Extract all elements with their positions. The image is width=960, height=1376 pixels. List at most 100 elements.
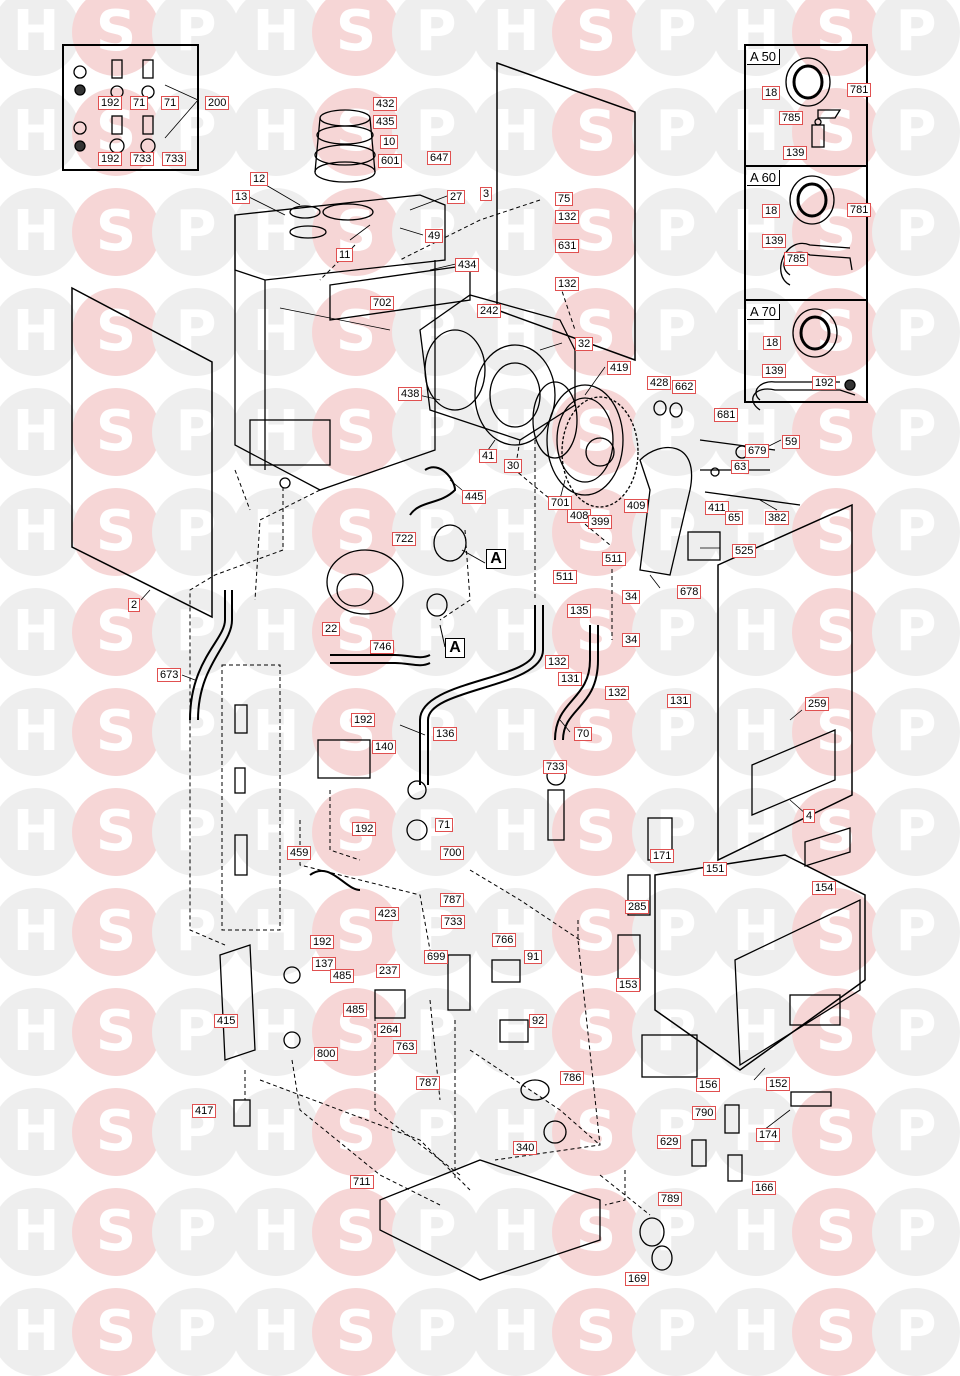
part-label[interactable]: 18: [762, 86, 781, 100]
part-label[interactable]: 4: [803, 809, 816, 823]
part-label[interactable]: 156: [696, 1078, 721, 1092]
part-label[interactable]: 237: [376, 964, 401, 978]
part-label[interactable]: 733: [162, 152, 187, 166]
part-label[interactable]: 49: [425, 229, 444, 243]
part-label[interactable]: 174: [756, 1128, 781, 1142]
part-label[interactable]: 785: [784, 252, 809, 266]
part-label[interactable]: 2: [128, 598, 141, 612]
part-label[interactable]: 786: [560, 1071, 585, 1085]
part-label[interactable]: 601: [378, 154, 403, 168]
part-label[interactable]: 733: [543, 760, 568, 774]
part-label[interactable]: 242: [477, 304, 502, 318]
part-label[interactable]: 131: [667, 694, 692, 708]
part-label[interactable]: 200: [205, 96, 230, 110]
part-label[interactable]: 722: [392, 532, 417, 546]
part-label[interactable]: 789: [658, 1192, 683, 1206]
part-label[interactable]: 800: [314, 1047, 339, 1061]
part-label[interactable]: 285: [625, 900, 650, 914]
part-label[interactable]: 192: [351, 713, 376, 727]
part-label[interactable]: 71: [130, 96, 149, 110]
part-label[interactable]: 131: [558, 672, 583, 686]
part-label[interactable]: 409: [624, 499, 649, 513]
part-label[interactable]: 438: [398, 387, 423, 401]
part-label[interactable]: 34: [622, 633, 641, 647]
part-label[interactable]: 435: [373, 115, 398, 129]
part-label[interactable]: 411: [705, 501, 729, 515]
part-label[interactable]: 70: [574, 727, 593, 741]
part-label[interactable]: 153: [616, 978, 641, 992]
part-label[interactable]: 139: [762, 234, 787, 248]
part-label[interactable]: 166: [752, 1181, 777, 1195]
part-label[interactable]: 733: [130, 152, 155, 166]
part-label[interactable]: 711: [350, 1175, 374, 1189]
part-label[interactable]: 699: [424, 950, 449, 964]
part-label[interactable]: 192: [352, 822, 377, 836]
part-label[interactable]: 647: [427, 151, 452, 165]
part-label[interactable]: 22: [322, 622, 341, 636]
part-label[interactable]: 10: [380, 135, 399, 149]
part-label[interactable]: 59: [782, 435, 801, 449]
part-label[interactable]: 679: [745, 444, 770, 458]
part-label[interactable]: 434: [455, 258, 480, 272]
part-label[interactable]: 525: [732, 544, 757, 558]
part-label[interactable]: 192: [98, 96, 123, 110]
part-label[interactable]: 27: [447, 190, 466, 204]
part-label[interactable]: 137: [312, 957, 337, 971]
part-label[interactable]: 673: [157, 668, 182, 682]
part-label[interactable]: 41: [479, 449, 498, 463]
part-label[interactable]: 91: [524, 950, 543, 964]
part-label[interactable]: 485: [330, 969, 355, 983]
part-label[interactable]: 65: [725, 511, 744, 525]
part-label[interactable]: 192: [310, 935, 335, 949]
part-label[interactable]: 382: [765, 511, 790, 525]
part-label[interactable]: 790: [692, 1106, 717, 1120]
part-label[interactable]: 787: [416, 1076, 441, 1090]
part-label[interactable]: 152: [766, 1077, 791, 1091]
part-label[interactable]: 132: [555, 277, 580, 291]
part-label[interactable]: 459: [287, 846, 312, 860]
part-label[interactable]: 423: [375, 907, 400, 921]
part-label[interactable]: 12: [250, 172, 269, 186]
part-label[interactable]: 192: [812, 376, 837, 390]
part-label[interactable]: 701: [548, 496, 573, 510]
part-label[interactable]: 154: [812, 881, 837, 895]
part-label[interactable]: 132: [555, 210, 580, 224]
part-label[interactable]: 18: [763, 336, 782, 350]
part-label[interactable]: 139: [762, 364, 787, 378]
part-label[interactable]: 700: [440, 846, 465, 860]
part-label[interactable]: 32: [575, 337, 594, 351]
part-label[interactable]: 132: [605, 686, 630, 700]
part-label[interactable]: 18: [762, 204, 781, 218]
part-label[interactable]: 702: [370, 296, 395, 310]
part-label[interactable]: 428: [647, 376, 672, 390]
part-label[interactable]: 132: [545, 655, 570, 669]
part-label[interactable]: 787: [440, 893, 465, 907]
part-label[interactable]: 75: [555, 192, 574, 206]
part-label[interactable]: 135: [567, 604, 592, 618]
part-label[interactable]: 766: [492, 933, 517, 947]
part-label[interactable]: 781: [847, 203, 872, 217]
part-label[interactable]: 264: [377, 1023, 402, 1037]
part-label[interactable]: 631: [555, 239, 580, 253]
part-label[interactable]: 445: [462, 490, 487, 504]
part-label[interactable]: 139: [783, 146, 808, 160]
part-label[interactable]: 733: [441, 915, 466, 929]
part-label[interactable]: 432: [373, 97, 398, 111]
part-label[interactable]: 71: [161, 96, 180, 110]
part-label[interactable]: 417: [192, 1104, 217, 1118]
part-label[interactable]: 192: [98, 152, 123, 166]
part-label[interactable]: 140: [372, 740, 397, 754]
part-label[interactable]: 259: [805, 697, 830, 711]
part-label[interactable]: 511: [553, 570, 577, 584]
part-label[interactable]: 511: [602, 552, 626, 566]
part-label[interactable]: 3: [480, 187, 493, 201]
part-label[interactable]: 11: [336, 248, 354, 262]
part-label[interactable]: 71: [435, 818, 454, 832]
part-label[interactable]: 151: [703, 862, 728, 876]
part-label[interactable]: 13: [232, 190, 251, 204]
part-label[interactable]: 678: [677, 585, 702, 599]
part-label[interactable]: 63: [731, 460, 750, 474]
part-label[interactable]: 169: [625, 1272, 650, 1286]
part-label[interactable]: 785: [779, 111, 804, 125]
part-label[interactable]: 415: [214, 1014, 239, 1028]
